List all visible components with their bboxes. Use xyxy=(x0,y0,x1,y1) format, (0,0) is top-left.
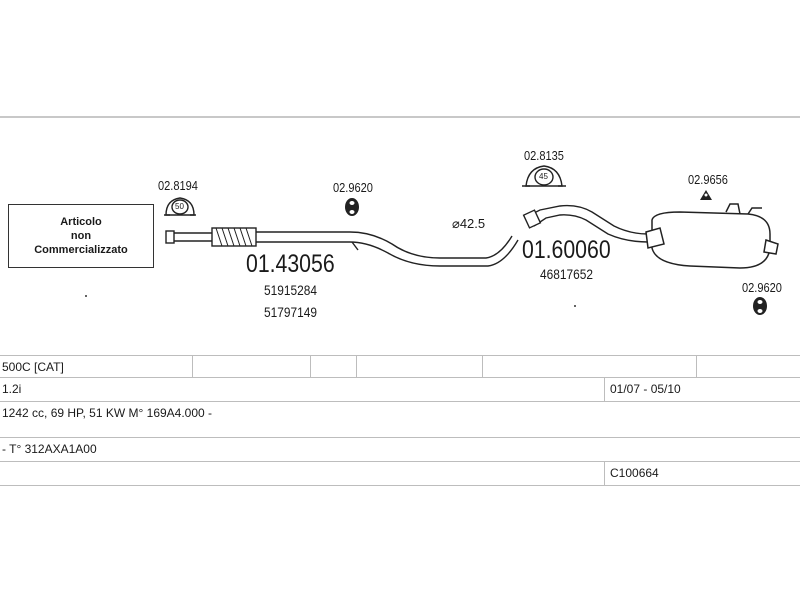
front-pipe-oem-1: 51915284 xyxy=(264,282,317,298)
table-row-engine: 1.2i 01/07 - 05/10 xyxy=(0,377,800,402)
mount-rear-top-label: 02.9656 xyxy=(688,172,728,187)
table-row-specs: 1242 cc, 69 HP, 51 KW M° 169A4.000 - xyxy=(0,401,800,438)
mount-rear-top-icon xyxy=(700,190,712,200)
notice-line-3: Commercializzato xyxy=(34,244,128,256)
table-row-code: C100664 xyxy=(0,461,800,486)
pipe-diameter-label: ⌀42.5 xyxy=(452,216,486,231)
table-row-model: 500C [CAT] xyxy=(0,355,800,378)
clamp-mid-badge: 45 xyxy=(539,172,548,181)
clamp-mid-label: 02.8135 xyxy=(524,148,564,163)
clamp-front-badge: 50 xyxy=(175,202,184,211)
table-bottom-line xyxy=(0,485,800,487)
top-frame-line xyxy=(0,116,800,118)
mount-front-icon xyxy=(345,198,359,216)
rear-pipe-shape xyxy=(522,204,649,243)
clamp-front-icon xyxy=(164,197,196,216)
years-cell: 01/07 - 05/10 xyxy=(610,382,681,396)
front-pipe-shape xyxy=(165,227,519,267)
table-row-type: - T° 312AXA1A00 xyxy=(0,437,800,462)
mount-rear-bottom-label: 02.9620 xyxy=(742,280,782,295)
rear-silencer-shape xyxy=(645,203,779,269)
mount-rear-bottom-icon xyxy=(753,297,767,315)
not-available-notice: Articolo non Commercializzato xyxy=(8,204,154,268)
type-cell: - T° 312AXA1A00 xyxy=(2,442,97,456)
exhaust-drawing xyxy=(85,165,779,315)
notice-line-2: non xyxy=(70,230,92,242)
front-pipe-oem-2: 51797149 xyxy=(264,304,317,320)
mount-front-label: 02.9620 xyxy=(333,180,373,195)
rear-silencer-oem: 46817652 xyxy=(540,266,593,282)
notice-line-1: Articolo xyxy=(60,216,102,228)
exhaust-diagram: Articolo non Commercializzato 02.8194 50… xyxy=(0,120,800,355)
code-cell: C100664 xyxy=(610,466,659,480)
rear-silencer-code: 01.60060 xyxy=(522,236,611,264)
engine-cell: 1.2i xyxy=(2,382,22,396)
clamp-mid-icon xyxy=(522,165,566,187)
clamp-front-label: 02.8194 xyxy=(158,178,198,193)
model-cell: 500C [CAT] xyxy=(2,360,64,374)
specs-cell: 1242 cc, 69 HP, 51 KW M° 169A4.000 - xyxy=(2,406,213,420)
front-pipe-code: 01.43056 xyxy=(246,250,335,278)
